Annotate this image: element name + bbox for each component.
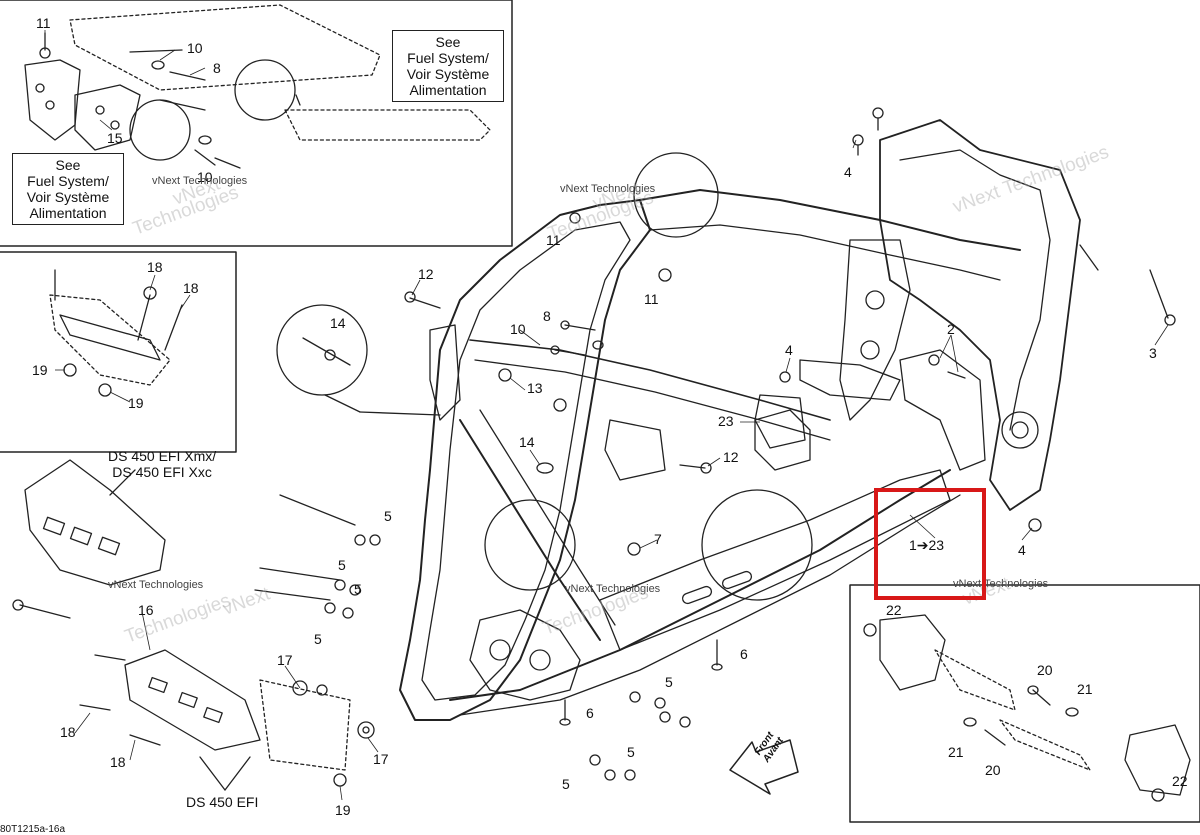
fuel-system-note-left: See Fuel System/ Voir Système Alimentati… — [12, 153, 124, 225]
callout-4: 4 — [785, 342, 793, 358]
callout-18: 18 — [60, 724, 76, 740]
callout-12: 12 — [723, 449, 739, 465]
callout-5: 5 — [665, 674, 673, 690]
callout-10: 10 — [187, 40, 203, 56]
callout-21: 21 — [1077, 681, 1093, 697]
callout-19: 19 — [335, 802, 351, 818]
callout-4: 4 — [844, 164, 852, 180]
frame-top-rail — [639, 189, 1021, 251]
callout-5: 5 — [338, 557, 346, 573]
inset-left-border — [0, 251, 237, 453]
callout-13: 13 — [527, 380, 543, 396]
fuel-system-note-top: See Fuel System/ Voir Système Alimentati… — [392, 30, 504, 102]
callout-5: 5 — [314, 631, 322, 647]
inset-bottom-right-border — [849, 584, 1200, 823]
watermark-text: vNext Technologies — [953, 578, 1049, 590]
callout-8: 8 — [543, 308, 551, 324]
callout-5: 5 — [354, 581, 362, 597]
model-label-efi: DS 450 EFI — [186, 794, 259, 810]
callout-21: 21 — [948, 744, 964, 760]
frame-lower-rail — [449, 469, 951, 701]
callout-18: 18 — [110, 754, 126, 770]
callout-11: 11 — [644, 291, 659, 307]
callout-8: 8 — [213, 60, 221, 76]
callout-19: 19 — [32, 362, 48, 378]
watermark-text: vNext Technologies — [560, 183, 656, 195]
callout-11: 11 — [546, 232, 561, 248]
callout-7: 7 — [654, 531, 662, 547]
watermark-text: vNext Technologies — [565, 583, 661, 595]
watermark-text: vNext Technologies — [152, 175, 248, 187]
highlight-box — [874, 488, 986, 600]
callout-15: 15 — [107, 130, 123, 146]
part-range-label: 1➔23 — [909, 537, 945, 553]
callout-23: 23 — [718, 413, 734, 429]
callout-3: 3 — [1149, 345, 1157, 361]
document-code: 80T1215a-16a — [0, 824, 66, 835]
callout-6: 6 — [586, 705, 594, 721]
callout-5: 5 — [384, 508, 392, 524]
inset-top-left-border — [0, 0, 513, 247]
callout-17: 17 — [277, 652, 293, 668]
callout-20: 20 — [1037, 662, 1053, 678]
callout-11: 11 — [36, 15, 51, 31]
front-arrow — [729, 739, 799, 795]
callout-10: 10 — [197, 169, 213, 185]
callout-10: 10 — [510, 321, 526, 337]
callout-20: 20 — [985, 762, 1001, 778]
callout-5: 5 — [562, 776, 570, 792]
callout-12: 12 — [418, 266, 434, 282]
callout-14: 14 — [519, 434, 535, 450]
callout-2: 2 — [947, 321, 955, 337]
callout-16: 16 — [138, 602, 154, 618]
callout-18: 18 — [183, 280, 199, 296]
callout-18: 18 — [147, 259, 163, 275]
callout-19: 19 — [128, 395, 144, 411]
callout-17: 17 — [373, 751, 389, 767]
frame-front-loop — [399, 199, 651, 721]
callout-22: 22 — [886, 602, 902, 618]
callout-4: 4 — [1018, 542, 1026, 558]
callout-6: 6 — [740, 646, 748, 662]
callout-14: 14 — [330, 315, 346, 331]
model-label-xmx-xxc: DS 450 EFI Xmx/ DS 450 EFI Xxc — [108, 448, 217, 480]
watermark-text: vNext Technologies — [108, 579, 204, 591]
callout-22: 22 — [1172, 773, 1188, 789]
callout-5: 5 — [627, 744, 635, 760]
